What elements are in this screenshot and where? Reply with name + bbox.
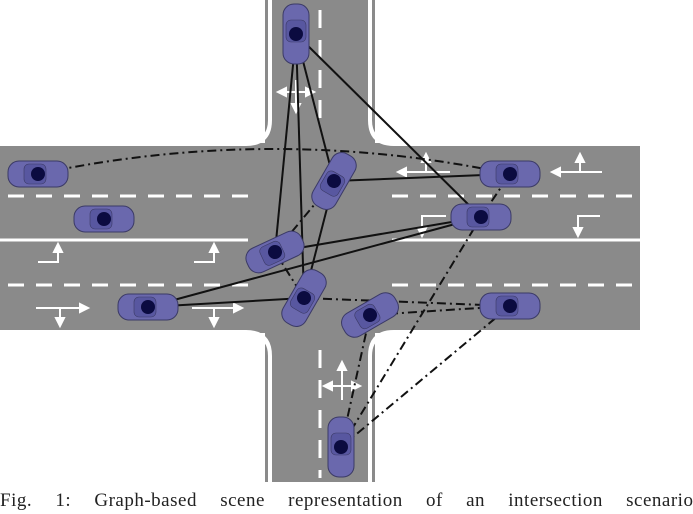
lane-arrow-south-multi — [321, 359, 363, 400]
graph-node — [297, 291, 311, 305]
graph-node — [503, 299, 517, 313]
vehicle-center-2 — [245, 230, 305, 274]
solid-edge-v1-v7 — [274, 33, 297, 253]
vehicle-west-2 — [73, 205, 135, 233]
road-network — [0, 0, 640, 482]
vehicle-south-bottom — [327, 416, 355, 478]
graph-node — [289, 27, 303, 41]
graph-node — [268, 245, 282, 259]
figure-caption: Fig. 1: Graph-based scene representation… — [0, 490, 693, 511]
lane-arrow-west-straight — [36, 302, 245, 329]
vehicle-north-top — [282, 3, 310, 65]
solid-edge-v1-v9 — [295, 33, 305, 299]
vehicle-west-3 — [117, 293, 179, 321]
solid-edge-v1-v6 — [295, 33, 482, 218]
vehicle-center-3 — [281, 269, 327, 327]
curb-se — [368, 330, 640, 482]
lane-arrow-east-straight — [395, 151, 602, 178]
solid-edge-v8-v6 — [147, 216, 482, 308]
curb-sw — [0, 330, 272, 482]
solid-edge-v7-v6 — [274, 216, 482, 253]
vehicle-west-1 — [7, 160, 69, 188]
vehicle-center-4 — [341, 292, 399, 338]
curb-nw — [0, 0, 272, 146]
vehicle-center-1 — [311, 152, 357, 210]
graph-node — [141, 300, 155, 314]
intersection-scene — [0, 0, 640, 482]
graph-node — [474, 210, 488, 224]
graph-node — [31, 167, 45, 181]
graph-node — [334, 440, 348, 454]
dashdot-edge-v10-v12 — [340, 314, 371, 448]
vehicle-east-2 — [450, 203, 512, 231]
vehicles — [7, 3, 541, 478]
graph-node — [327, 174, 341, 188]
graph-node — [363, 308, 377, 322]
dashdot-edge-v2-v5 — [37, 148, 511, 175]
vehicle-east-1 — [479, 160, 541, 188]
curb-ne — [368, 0, 640, 146]
vehicle-east-3 — [479, 292, 541, 320]
graph-node — [97, 212, 111, 226]
graph-node — [503, 167, 517, 181]
lane-arrow-west-turn — [38, 241, 220, 263]
dashdot-edge-v9-v11 — [303, 297, 511, 307]
dashdot-edge-v12-v6 — [340, 216, 482, 448]
